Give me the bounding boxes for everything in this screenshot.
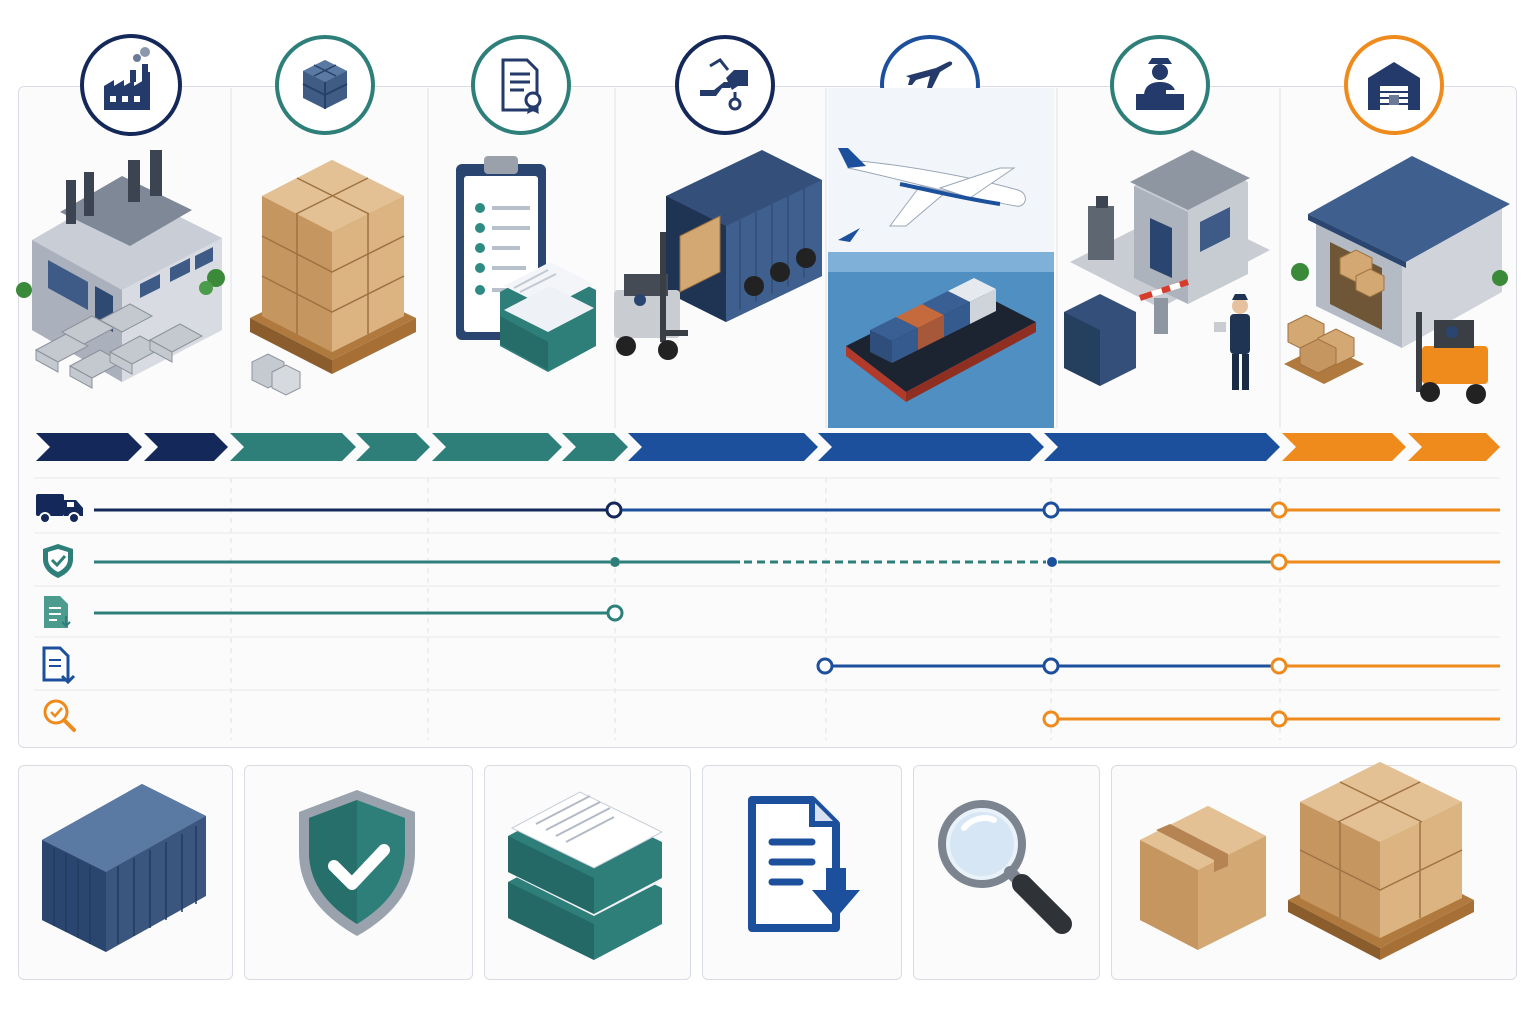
milestone-node [1270, 710, 1288, 728]
palletized-boxes-illustration [250, 160, 416, 396]
insurance-shield-icon [299, 790, 415, 936]
customs-checkpoint-illustration [1064, 150, 1270, 390]
chevron-segment [628, 433, 818, 461]
milestone-node [1042, 710, 1060, 728]
milestone-node [610, 557, 620, 567]
download-document-icon [748, 796, 860, 932]
warehouse-delivery-illustration [1284, 156, 1510, 404]
boxes-stack-icon [275, 35, 375, 135]
track-insurance [94, 553, 1500, 571]
cardboard-boxes-icon [1140, 762, 1474, 960]
shield-check-icon [43, 544, 73, 578]
track-truck [94, 501, 1500, 519]
track-row-dividers [34, 477, 1500, 691]
chevron-segment [562, 433, 628, 461]
plane-and-ship-illustration [828, 88, 1054, 428]
chevron-segment [1044, 433, 1280, 461]
factory-icon [80, 34, 182, 136]
warehouse-icon [1344, 35, 1444, 135]
chevron-segment [1408, 433, 1500, 461]
process-chevron-bar [36, 433, 1500, 461]
milestone-node [1047, 557, 1057, 567]
chevron-segment [36, 433, 142, 461]
milestone-node [1042, 501, 1060, 519]
milestone-node [606, 604, 624, 622]
forklift-loading-truck-illustration [614, 150, 822, 360]
truck-icon [36, 494, 83, 524]
track-export-documents [94, 604, 624, 622]
track-inspection [1042, 710, 1500, 728]
certificate-document-icon [471, 35, 571, 135]
milestone-node [1270, 553, 1288, 571]
document-binders-icon [508, 791, 664, 960]
milestone-node [1270, 657, 1288, 675]
milestone-node [1270, 501, 1288, 519]
milestone-node [816, 657, 834, 675]
magnifying-glass-icon [938, 800, 1072, 934]
document-download-icon [44, 596, 71, 628]
chevron-segment [230, 433, 356, 461]
factory-illustration [16, 150, 225, 389]
customs-officer-icon [1110, 35, 1210, 135]
track-import-documents [816, 657, 1500, 675]
handover-icon [675, 35, 775, 135]
clipboard-checklist-illustration [456, 156, 596, 372]
chevron-segment [818, 433, 1044, 461]
inspection-magnifier-icon [43, 699, 76, 732]
chevron-segment [144, 433, 228, 461]
track-column-dividers [230, 478, 1281, 740]
milestone-node [1042, 657, 1060, 675]
chevron-segment [356, 433, 430, 461]
chevron-segment [1282, 433, 1406, 461]
document-arrow-icon [42, 646, 76, 685]
column-separators [230, 88, 1281, 428]
shipping-container-icon [42, 784, 206, 952]
chevron-segment [432, 433, 562, 461]
milestone-node [605, 501, 623, 519]
